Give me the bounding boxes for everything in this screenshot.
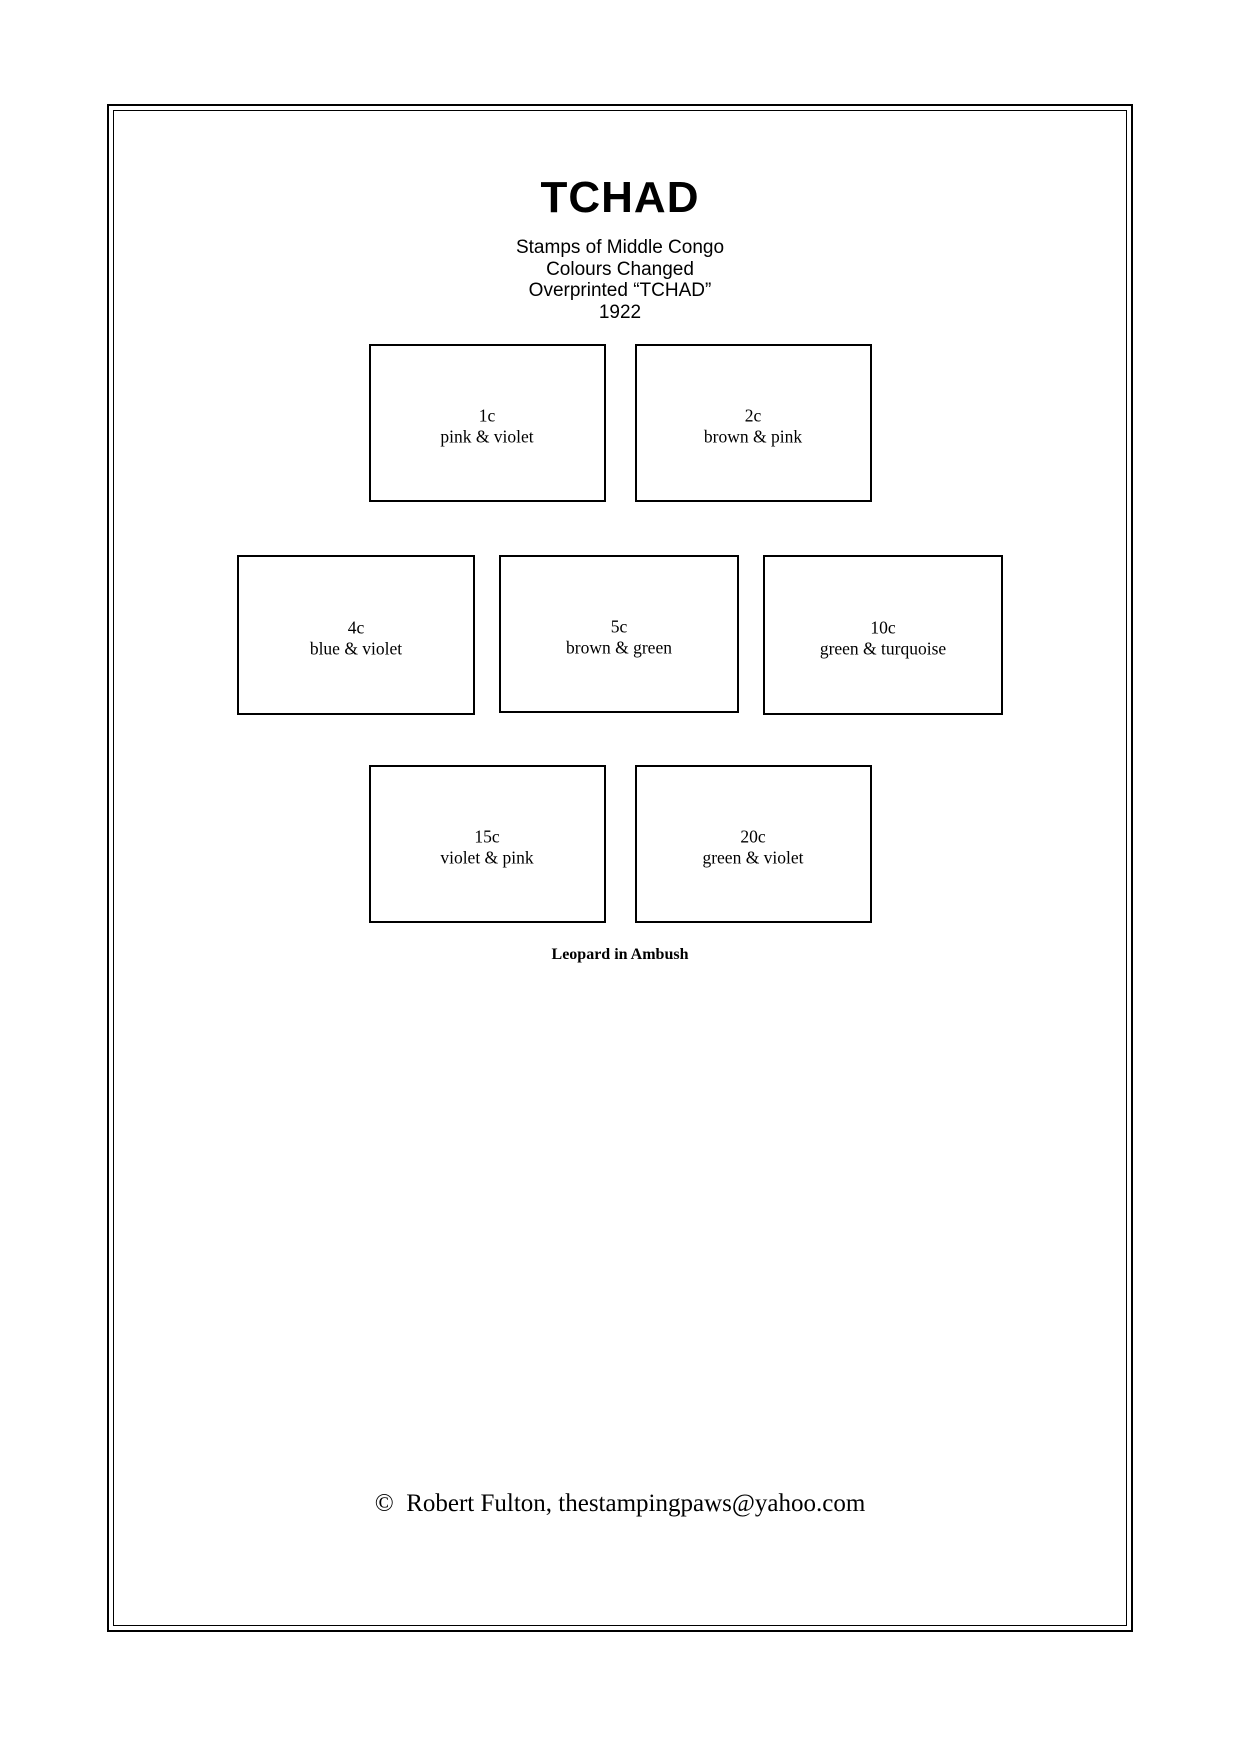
stamp-label: 1c pink & violet	[371, 405, 604, 447]
stamp-mount-4c[interactable]: 4c blue & violet	[237, 555, 475, 715]
stamp-label: 15c violet & pink	[371, 826, 604, 868]
stamp-row: 4c blue & violet 5c brown & green 10c gr…	[109, 555, 1131, 715]
stamp-denomination: 1c	[478, 405, 496, 426]
subtitle-line-2: Colours Changed	[546, 258, 694, 280]
stamp-label: 20c green & violet	[637, 826, 870, 868]
stamp-mount-2c[interactable]: 2c brown & pink	[634, 344, 872, 502]
subtitle-line-1: Stamps of Middle Congo	[515, 237, 725, 258]
stamp-mount-10c[interactable]: 10c green & turquoise	[763, 555, 1003, 715]
stamp-colours: pink & violet	[440, 426, 534, 447]
stamp-denomination: 2c	[744, 405, 762, 426]
stamp-mount-20c[interactable]: 20c green & violet	[634, 765, 872, 923]
page-title: TCHAD	[540, 173, 700, 223]
stamp-denomination: 20c	[740, 826, 766, 847]
series-caption: Leopard in Ambush	[551, 946, 689, 963]
page-subtitle: Stamps of Middle Congo Colours Changed O…	[109, 237, 1131, 323]
subtitle-year: 1922	[598, 301, 642, 323]
stamp-colours: blue & violet	[309, 638, 403, 659]
stamp-colours: green & violet	[702, 847, 804, 868]
album-page-border: TCHAD Stamps of Middle Congo Colours Cha…	[107, 104, 1133, 1632]
stamp-label: 2c brown & pink	[637, 405, 870, 447]
stamp-label: 5c brown & green	[501, 616, 737, 658]
stamp-colours: brown & green	[566, 637, 672, 658]
stamp-row: 15c violet & pink 20c green & violet	[109, 765, 1131, 923]
stamp-denomination: 15c	[474, 826, 500, 847]
stamp-label: 10c green & turquoise	[765, 617, 1001, 659]
stamp-row: 1c pink & violet 2c brown & pink	[109, 344, 1131, 502]
stamp-colours: violet & pink	[440, 847, 534, 868]
page-footer-copyright: © Robert Fulton, thestampingpaws@yahoo.c…	[374, 1490, 866, 1517]
subtitle-line-3: Overprinted “TCHAD”	[528, 280, 712, 301]
album-page-border-inner	[113, 110, 1127, 1626]
stamp-colours: green & turquoise	[819, 638, 947, 659]
stamp-mount-15c[interactable]: 15c violet & pink	[368, 765, 606, 923]
stamp-denomination: 10c	[870, 617, 896, 638]
stamp-colours: brown & pink	[703, 426, 803, 447]
stamp-mount-5c[interactable]: 5c brown & green	[499, 555, 739, 713]
stamp-denomination: 5c	[610, 616, 628, 637]
stamp-mount-1c[interactable]: 1c pink & violet	[368, 344, 606, 502]
stamp-denomination: 4c	[347, 617, 365, 638]
stamp-label: 4c blue & violet	[239, 617, 473, 659]
